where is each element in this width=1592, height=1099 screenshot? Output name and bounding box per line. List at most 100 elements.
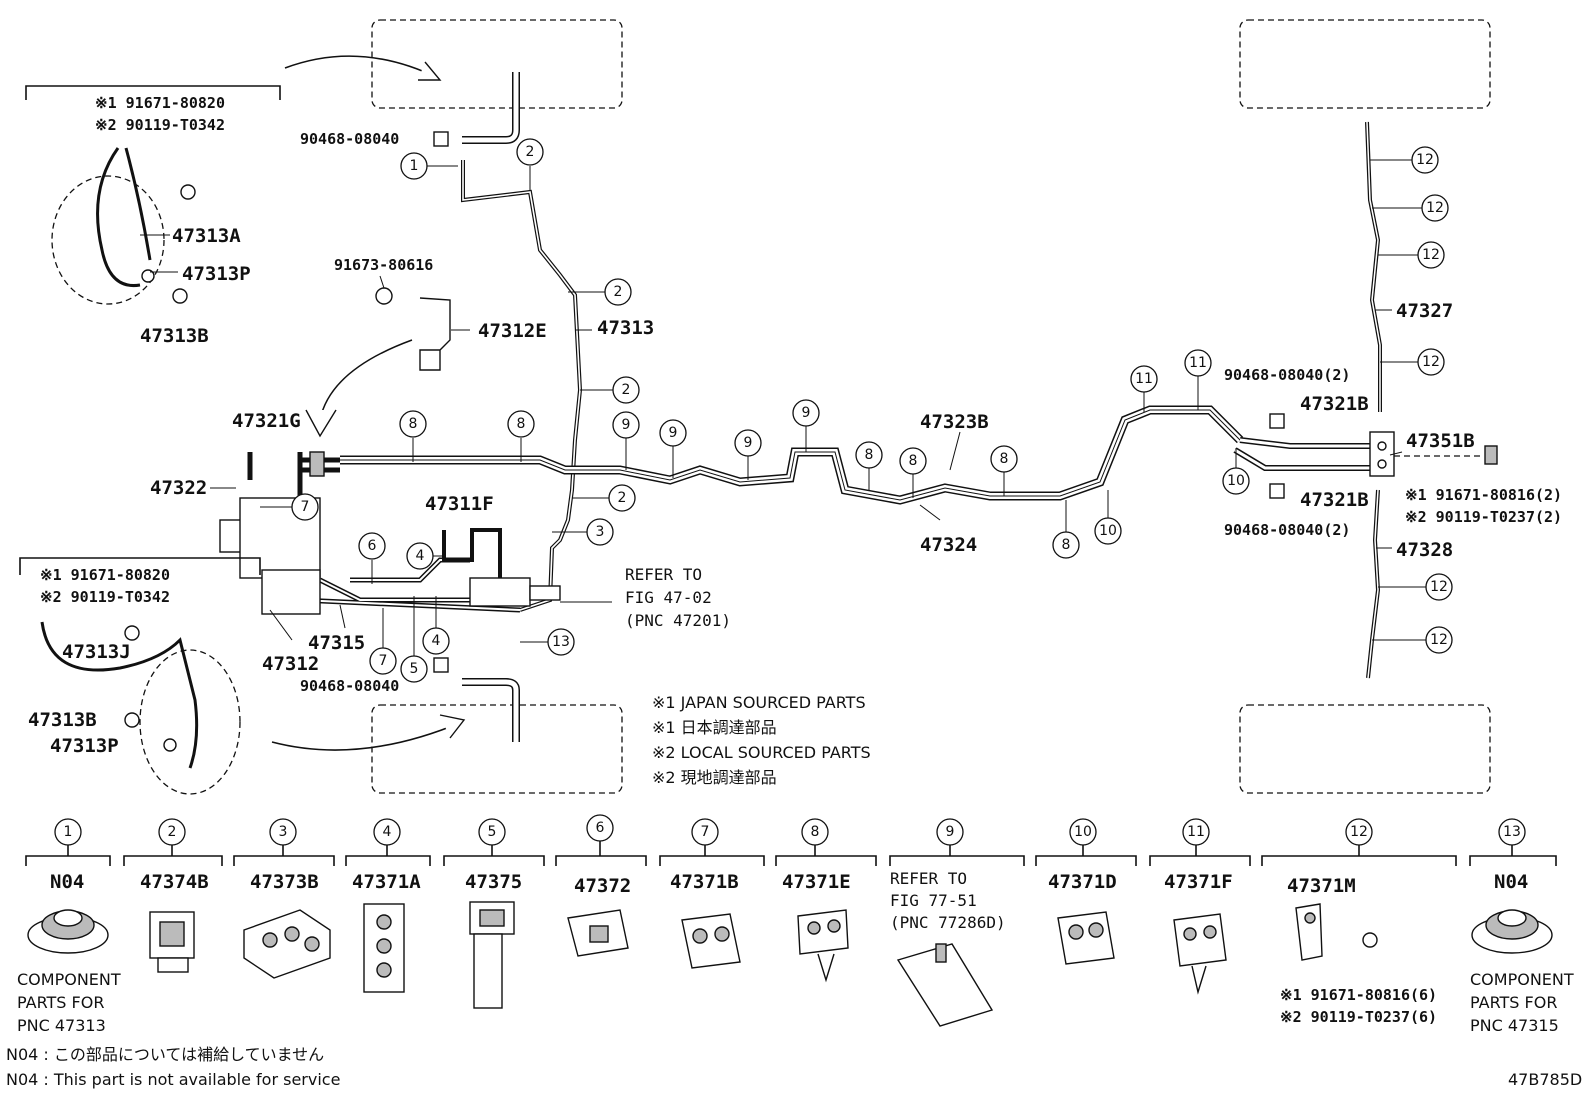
svg-text:12: 12 bbox=[1416, 152, 1434, 168]
svg-text:11: 11 bbox=[1189, 355, 1207, 371]
clamp-47371D-icon bbox=[1057, 911, 1115, 965]
arrow-head-47312E-icon bbox=[305, 409, 337, 438]
label-90468-r-top: 90468-08040(2) bbox=[1224, 366, 1350, 384]
callout-11b: 11 bbox=[1184, 349, 1212, 410]
svg-text:2: 2 bbox=[168, 824, 177, 840]
callout-1: 1 bbox=[400, 152, 458, 180]
part-labels: ※1 91671-80820 ※2 90119-T0342 47313A 473… bbox=[28, 94, 1562, 757]
group-bracket-top-left bbox=[25, 85, 281, 100]
clamp-77286D-icon bbox=[896, 943, 994, 1027]
svg-text:2: 2 bbox=[618, 490, 627, 506]
callout-10b: 10 bbox=[1222, 448, 1250, 495]
callout-8c: 8 bbox=[855, 441, 883, 490]
dashed-box-top-left bbox=[371, 19, 623, 109]
callout-2c: 2 bbox=[580, 376, 640, 404]
callout-3: 3 bbox=[552, 518, 614, 546]
svg-text:11: 11 bbox=[1135, 371, 1153, 387]
table-code-8: 47371E bbox=[782, 871, 851, 893]
footer-code: 47B785D bbox=[1508, 1070, 1582, 1089]
clip-90468-bot-icon bbox=[433, 657, 449, 673]
table-code-6: 47372 bbox=[574, 875, 631, 897]
callout-11a: 11 bbox=[1130, 365, 1158, 412]
table-code-7: 47371B bbox=[670, 871, 739, 893]
bolt-icon-91673 bbox=[375, 287, 393, 305]
bolt-icon-top bbox=[180, 184, 196, 200]
refer-line1: REFER TO bbox=[625, 565, 702, 584]
detail-circle-mid-left bbox=[139, 649, 241, 795]
grommet-icon-13 bbox=[1471, 909, 1553, 954]
table-1-note-2: PARTS FOR bbox=[17, 993, 104, 1012]
table-part-icons bbox=[27, 901, 1553, 1027]
label-47322: 47322 bbox=[150, 477, 207, 499]
group-bracket-mid-left bbox=[19, 557, 261, 575]
svg-text:8: 8 bbox=[1062, 537, 1071, 553]
callout-12e: 12 bbox=[1378, 573, 1453, 601]
label-47351B: 47351B bbox=[1406, 430, 1475, 452]
legend: ※1 JAPAN SOURCED PARTS ※1 日本調達部品 ※2 LOCA… bbox=[652, 693, 871, 787]
arrow-47312E bbox=[319, 339, 413, 421]
callout-12b: 12 bbox=[1372, 194, 1449, 222]
svg-text:12: 12 bbox=[1422, 247, 1440, 263]
table-refer-line3: (PNC 77286D) bbox=[890, 913, 1006, 932]
junction-47351B bbox=[1369, 431, 1498, 477]
label-90468-bot: 90468-08040 bbox=[300, 677, 399, 695]
hose-47313J bbox=[40, 621, 199, 769]
label-47312E: 47312E bbox=[478, 320, 547, 342]
clamp-47371E-icon bbox=[797, 909, 849, 983]
bolt-icon-47371M bbox=[1362, 932, 1378, 948]
callout-13: 13 bbox=[520, 628, 575, 656]
callout-9a: 9 bbox=[612, 411, 640, 470]
table-callouts: 1 2 3 4 5 6 7 8 9 10 11 12 13 bbox=[54, 814, 1526, 846]
table-code-4: 47371A bbox=[352, 871, 421, 893]
clamp-47373B-icon bbox=[243, 909, 331, 979]
svg-text:3: 3 bbox=[279, 824, 288, 840]
svg-text:6: 6 bbox=[596, 820, 605, 836]
table-refer-line2: FIG 77-51 bbox=[890, 891, 977, 910]
footer-jp: N04 : この部品については補給していません bbox=[6, 1045, 324, 1064]
table-13-note-2: PARTS FOR bbox=[1470, 993, 1557, 1012]
refer-line2: FIG 47-02 bbox=[625, 588, 712, 607]
callout-2b: 2 bbox=[568, 278, 632, 306]
svg-text:12: 12 bbox=[1422, 354, 1440, 370]
callout-4a: 4 bbox=[406, 542, 446, 570]
callout-4b: 4 bbox=[422, 596, 450, 655]
svg-text:2: 2 bbox=[622, 382, 631, 398]
refer-line3: (PNC 47201) bbox=[625, 611, 731, 630]
callout-5: 5 bbox=[400, 596, 428, 683]
table-code-10: 47371D bbox=[1048, 871, 1117, 893]
pipe-stub-bottom bbox=[462, 678, 520, 742]
clamp-47371A-icon bbox=[363, 903, 405, 993]
svg-text:2: 2 bbox=[614, 284, 623, 300]
leader-lines bbox=[140, 234, 1403, 641]
label-90468-top: 90468-08040 bbox=[300, 130, 399, 148]
label-47313B-top: 47313B bbox=[140, 325, 209, 347]
grommet-icon-1 bbox=[27, 909, 109, 954]
svg-text:7: 7 bbox=[379, 653, 388, 669]
table-code-3: 47373B bbox=[250, 871, 319, 893]
table-code-12: 47371M bbox=[1287, 875, 1356, 897]
svg-text:8: 8 bbox=[865, 447, 874, 463]
callout-9b: 9 bbox=[659, 419, 687, 478]
svg-text:8: 8 bbox=[517, 416, 526, 432]
label-47313J: 47313J bbox=[62, 641, 131, 663]
svg-text:12: 12 bbox=[1350, 824, 1368, 840]
label-47323B: 47323B bbox=[920, 411, 989, 433]
label-47321B-bot: 47321B bbox=[1300, 489, 1369, 511]
svg-text:9: 9 bbox=[744, 435, 753, 451]
label-47313P-top: 47313P bbox=[182, 263, 251, 285]
svg-text:12: 12 bbox=[1430, 579, 1448, 595]
note-right-2: ※2 90119-T0237(2) bbox=[1405, 508, 1562, 526]
callout-12a: 12 bbox=[1370, 146, 1439, 174]
svg-text:4: 4 bbox=[432, 633, 441, 649]
callout-2d: 2 bbox=[572, 484, 636, 512]
footer: N04 : この部品については補給していません N04 : This part … bbox=[6, 1045, 1582, 1089]
label-47324: 47324 bbox=[920, 534, 977, 556]
clip-47372-icon bbox=[567, 909, 629, 957]
label-47327: 47327 bbox=[1396, 300, 1453, 322]
clip-90468-r-top-icon bbox=[1269, 413, 1285, 429]
clip-47375-icon bbox=[469, 901, 515, 1009]
table-extra-text: COMPONENT PARTS FOR PNC 47313 ※1 91671-8… bbox=[17, 970, 1574, 1035]
valve-block bbox=[219, 451, 561, 615]
label-47315: 47315 bbox=[308, 632, 365, 654]
arrow-head-bottom-icon bbox=[439, 714, 466, 739]
